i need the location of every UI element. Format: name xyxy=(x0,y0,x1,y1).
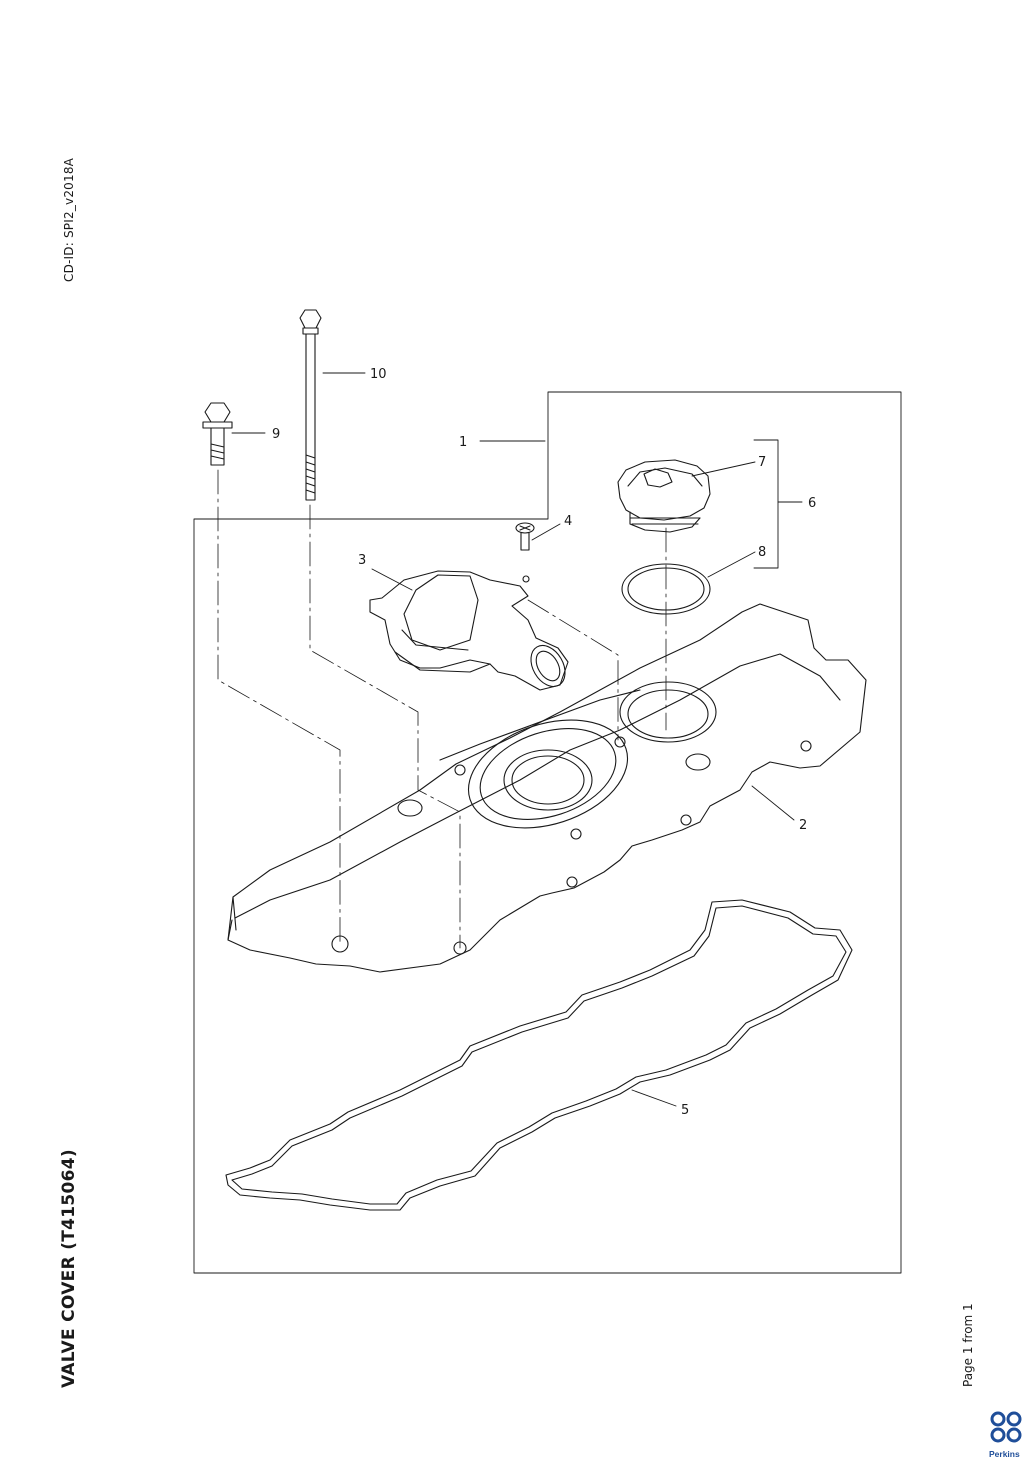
gasket-5 xyxy=(225,899,853,1211)
callout-labels: 1 2 3 4 5 6 7 8 9 10 xyxy=(272,367,816,1118)
callout-7: 7 xyxy=(758,455,766,470)
assembly-lines xyxy=(217,469,667,949)
valve-cover-2 xyxy=(227,603,867,973)
callout-2: 2 xyxy=(799,818,807,833)
callout-4: 4 xyxy=(564,514,572,529)
callout-8: 8 xyxy=(758,545,766,560)
short-bolt-9 xyxy=(202,402,233,466)
breather-housing-3 xyxy=(369,570,569,691)
perkins-logo-icon xyxy=(990,1411,1022,1443)
callout-6: 6 xyxy=(808,496,816,511)
o-ring-8 xyxy=(621,563,711,615)
brand-wordmark: Perkins xyxy=(989,1449,1020,1459)
screw-4 xyxy=(515,522,535,583)
callout-1: 1 xyxy=(459,435,467,450)
callout-9: 9 xyxy=(272,427,280,442)
long-bolt-10 xyxy=(299,309,322,501)
callout-5: 5 xyxy=(681,1103,689,1118)
kit-frame xyxy=(193,391,902,1274)
callout-10: 10 xyxy=(370,367,387,382)
leader-lines xyxy=(231,372,803,1107)
oil-filler-cap-7 xyxy=(617,459,711,533)
callout-3: 3 xyxy=(358,553,366,568)
